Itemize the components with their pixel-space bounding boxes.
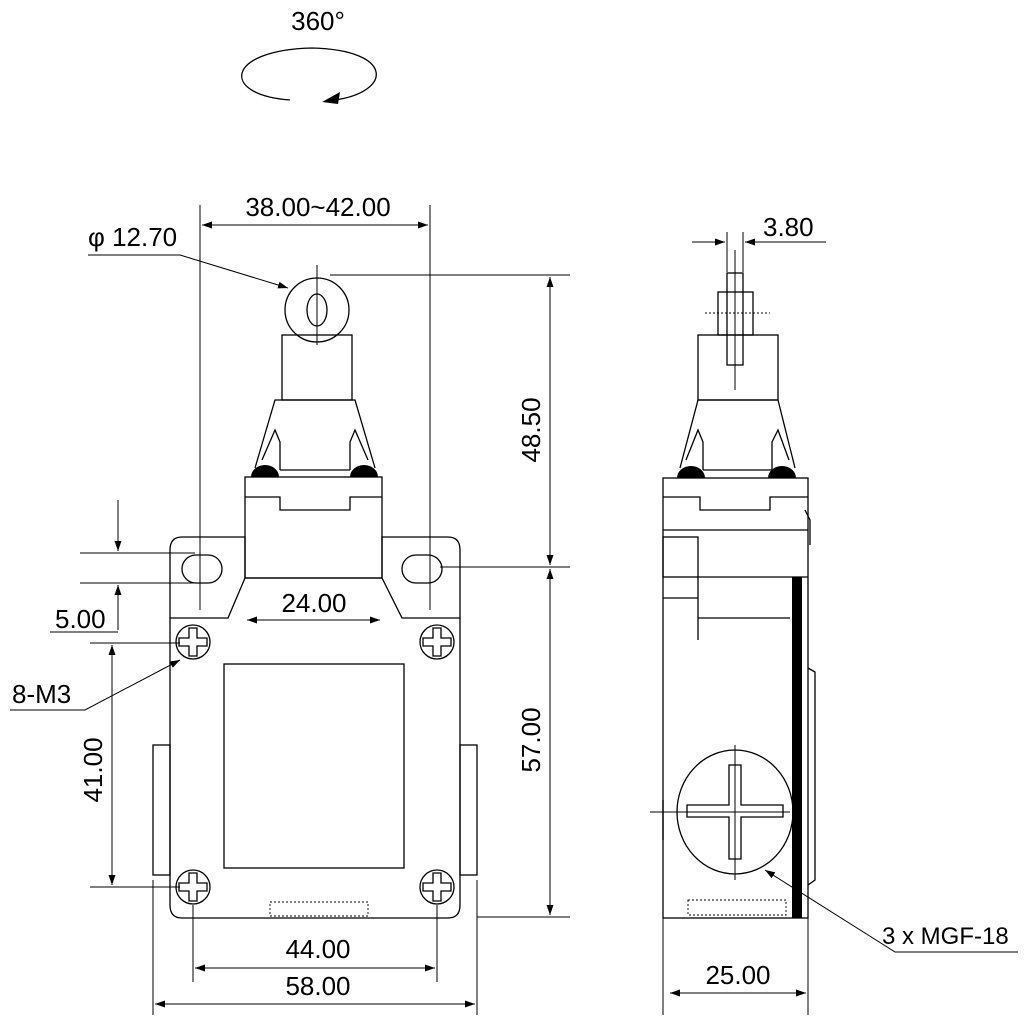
side-actuator-clips	[685, 428, 790, 470]
side-head-edge	[804, 509, 811, 545]
side-left-dome-nut	[677, 466, 705, 478]
left-ear	[169, 536, 246, 619]
main-body	[169, 618, 461, 919]
side-upper-block	[662, 536, 699, 578]
left-mounting-slot	[181, 554, 223, 584]
right-side-tab	[459, 744, 478, 876]
conduit-spec-leader	[764, 869, 1018, 953]
head-housing	[244, 476, 383, 579]
screw-top-right	[419, 624, 455, 660]
side-actuator-taper	[679, 399, 796, 469]
screw-bottom-left	[175, 869, 211, 905]
screw-spec-label: 8-M3	[12, 679, 71, 709]
dim-neck-width: 24.00	[281, 588, 346, 618]
screw-top-left	[175, 624, 211, 660]
right-dome-nut	[350, 465, 378, 477]
conduit-spec-label: 3 x MGF-18	[882, 923, 1009, 950]
cover-window	[223, 663, 405, 869]
dim-overall-width: 58.00	[285, 971, 350, 1001]
side-actuator-stem	[697, 334, 779, 401]
right-mounting-slot	[401, 554, 443, 584]
dim-screw-pitch-h: 44.00	[285, 934, 350, 964]
front-view: 38.00~42.00 φ 12.70 48.50 57.00 24.00 5.…	[10, 192, 570, 1015]
dim-roller-thickness: 3.80	[763, 212, 814, 242]
left-dome-nut	[251, 465, 279, 477]
rotation-arrow-path	[241, 47, 377, 101]
side-view: 3.80 3 x MGF-18 25.00	[650, 212, 1018, 1015]
screw-spec-leader	[10, 659, 181, 711]
roller-diameter-leader	[88, 254, 289, 289]
dim-roller-width: 38.00~42.00	[245, 192, 390, 222]
conduit-cross	[686, 764, 784, 860]
screw-bottom-right	[419, 869, 455, 905]
dim-overall-depth: 25.00	[705, 960, 770, 990]
side-body	[662, 477, 809, 919]
actuator-clips	[261, 428, 369, 470]
rotation-arrow-head	[322, 92, 340, 104]
side-head-step	[663, 496, 808, 511]
rotation-label: 360°	[291, 6, 345, 36]
left-side-tab	[152, 744, 171, 876]
side-right-boss	[807, 667, 816, 886]
dim-body-height: 57.00	[516, 707, 546, 772]
head-step-line	[245, 496, 382, 511]
side-cover-plate	[792, 577, 802, 918]
dim-slot-offset: 5.00	[55, 604, 106, 634]
right-ear	[381, 536, 461, 619]
bottom-dashed-slot	[269, 901, 369, 917]
dim-screw-pitch-v: 41.00	[78, 737, 108, 802]
side-bottom-dashed-slot	[687, 899, 787, 916]
rotation-indicator: 360°	[241, 6, 377, 104]
side-right-dome-nut	[768, 466, 796, 478]
dim-actuator-height: 48.50	[516, 397, 546, 462]
dim-roller-diameter: φ 12.70	[88, 222, 177, 252]
